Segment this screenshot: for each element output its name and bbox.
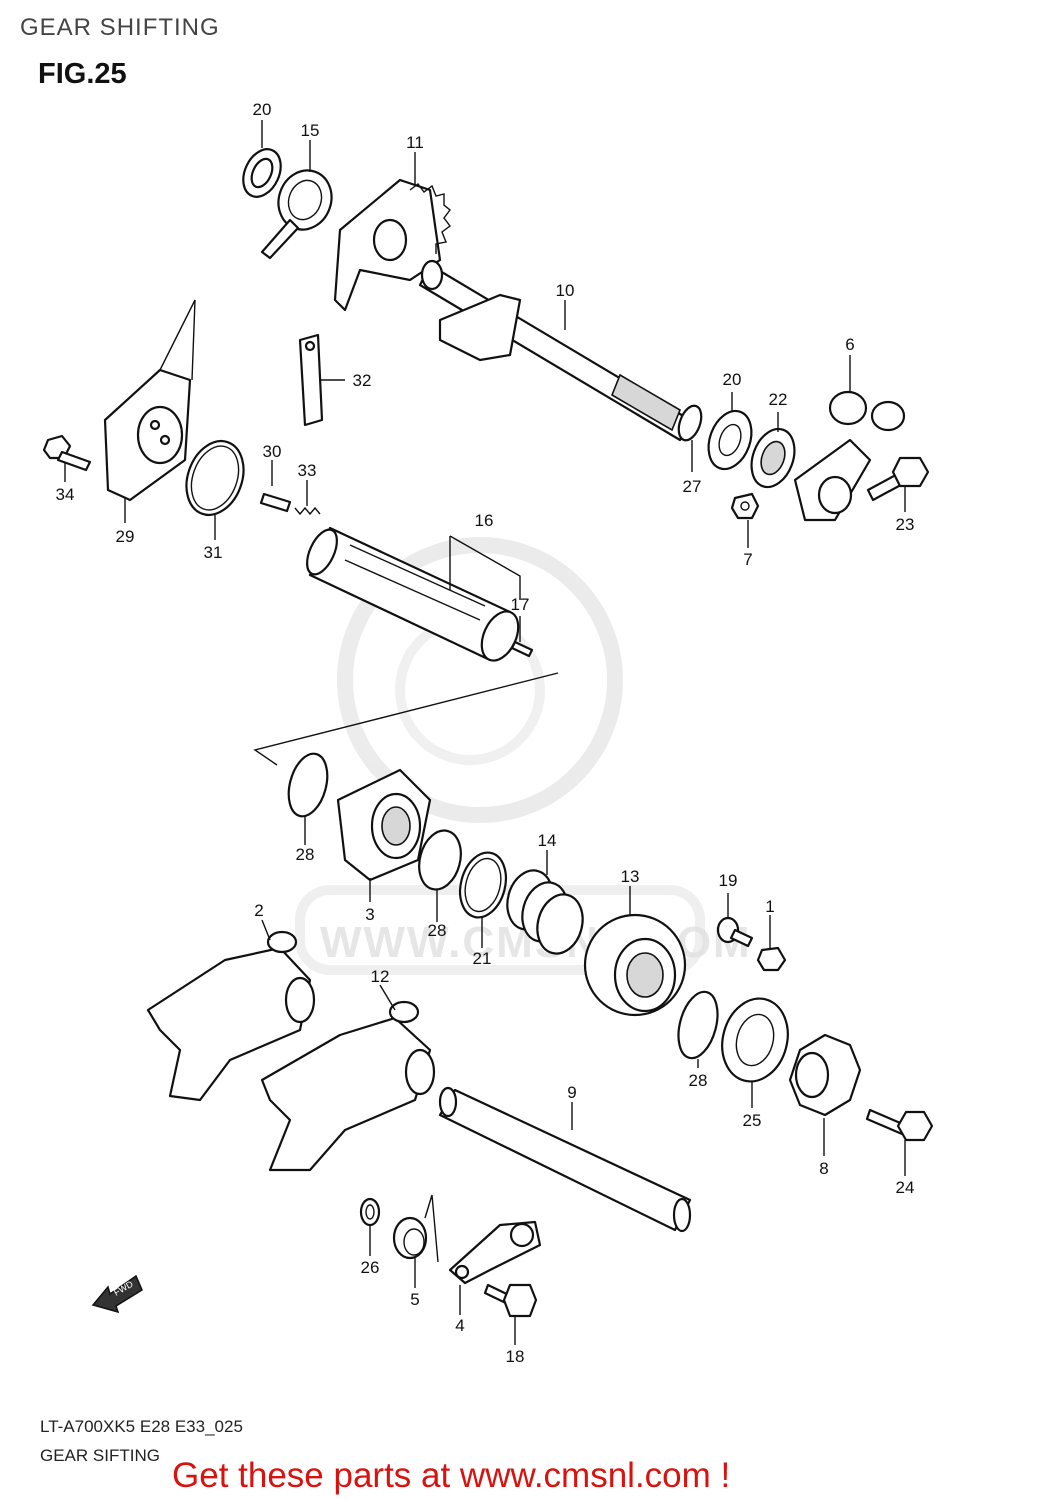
cover-part-29 — [103, 299, 196, 502]
part-label-p30: 30 — [263, 442, 282, 461]
part-label-p11: 11 — [406, 133, 424, 152]
nut-part-1 — [756, 946, 787, 972]
shaft-part-10 — [418, 259, 692, 442]
part-label-p3: 3 — [365, 905, 374, 924]
washer-part-20-top — [242, 148, 282, 198]
pin-part-17 — [510, 640, 534, 658]
part-label-p10: 10 — [556, 281, 575, 300]
cam-part-3 — [336, 768, 432, 882]
figure-title: FIG.25 — [38, 58, 127, 90]
part-label-p1: 1 — [765, 897, 774, 916]
washer-part-20-right — [707, 409, 753, 471]
arm-part-4 — [448, 1220, 542, 1285]
part-label-p2: 2 — [254, 901, 263, 920]
bolt-part-23 — [866, 456, 930, 502]
part-label-p18: 18 — [506, 1347, 525, 1366]
oil-seal-part-22 — [750, 427, 796, 489]
bolt-part-18 — [483, 1283, 538, 1318]
washer-part-21 — [458, 851, 508, 919]
part-label-p21: 21 — [473, 949, 492, 968]
promo-link[interactable]: Get these parts at www.cmsnl.com ! — [172, 1456, 731, 1495]
part-label-p15: 15 — [301, 121, 320, 140]
part-label-p27: 27 — [683, 477, 702, 496]
drum-part-16 — [306, 526, 520, 662]
part-label-p26: 26 — [361, 1258, 380, 1277]
part-label-p14: 14 — [538, 831, 557, 850]
part-label-p13: 13 — [621, 867, 640, 886]
oring-part-31 — [185, 440, 245, 516]
model-code: LT-A700XK5 E28 E33_025 — [40, 1417, 243, 1436]
part-label-p34: 34 — [56, 485, 75, 504]
diagram-subtitle: GEAR SIFTING — [40, 1446, 160, 1465]
part-label-p24: 24 — [896, 1178, 915, 1197]
bolt-part-19 — [716, 916, 754, 948]
nut-part-7 — [730, 492, 760, 520]
part-label-p25: 25 — [743, 1111, 762, 1130]
shaft-part-9 — [438, 1086, 692, 1233]
bolt-part-24 — [865, 1108, 934, 1142]
part-label-p17: 17 — [511, 595, 530, 614]
gear-plate-part-11 — [333, 178, 451, 312]
fork-part-2 — [146, 930, 316, 1102]
circlip-part-27 — [677, 404, 703, 442]
spring-part-14 — [506, 869, 584, 955]
part-label-p19: 19 — [719, 871, 738, 890]
part-label-p23: 23 — [896, 515, 915, 534]
part-label-p28b: 28 — [428, 921, 447, 940]
part-label-p20b: 20 — [723, 370, 742, 389]
spring-part-15 — [260, 169, 333, 260]
part-label-p28c: 28 — [689, 1071, 708, 1090]
part-label-p4: 4 — [455, 1316, 464, 1335]
spring-part-5 — [392, 1194, 439, 1263]
part-label-p5: 5 — [410, 1290, 419, 1309]
washer-part-26 — [359, 1197, 381, 1227]
part-label-p12: 12 — [371, 967, 390, 986]
part-label-p20a: 20 — [253, 100, 272, 119]
plate-part-32 — [298, 333, 324, 427]
part-label-p8: 8 — [819, 1159, 828, 1178]
part-label-p32: 32 — [353, 371, 372, 390]
part-number-labels: 2015111032620222723734293033311617283281… — [56, 100, 915, 1366]
section-title: GEAR SHIFTING — [20, 14, 220, 41]
part-label-p33: 33 — [298, 461, 317, 480]
pin-part-30 — [259, 492, 292, 513]
part-label-p6: 6 — [845, 335, 854, 354]
circlip-part-28-b — [418, 829, 462, 891]
part-label-p29: 29 — [116, 527, 135, 546]
lever-part-6 — [793, 390, 906, 522]
forward-direction-arrow-icon: FWD — [91, 1274, 143, 1314]
star-cam-part-8 — [788, 1033, 862, 1117]
bolt-part-34 — [42, 434, 92, 472]
bearing-part-25 — [721, 997, 789, 1083]
part-label-p28a: 28 — [296, 845, 315, 864]
circlip-part-28-a — [287, 752, 329, 818]
fork-part-12 — [260, 1000, 436, 1172]
part-label-p31: 31 — [204, 543, 223, 562]
spring-part-33 — [294, 506, 321, 516]
part-label-p7: 7 — [743, 550, 752, 569]
circlip-part-28-c — [677, 990, 719, 1060]
part-label-p16: 16 — [475, 511, 494, 530]
part-label-p9: 9 — [567, 1083, 576, 1102]
part-label-p22: 22 — [769, 390, 788, 409]
cam-part-13 — [583, 913, 687, 1017]
